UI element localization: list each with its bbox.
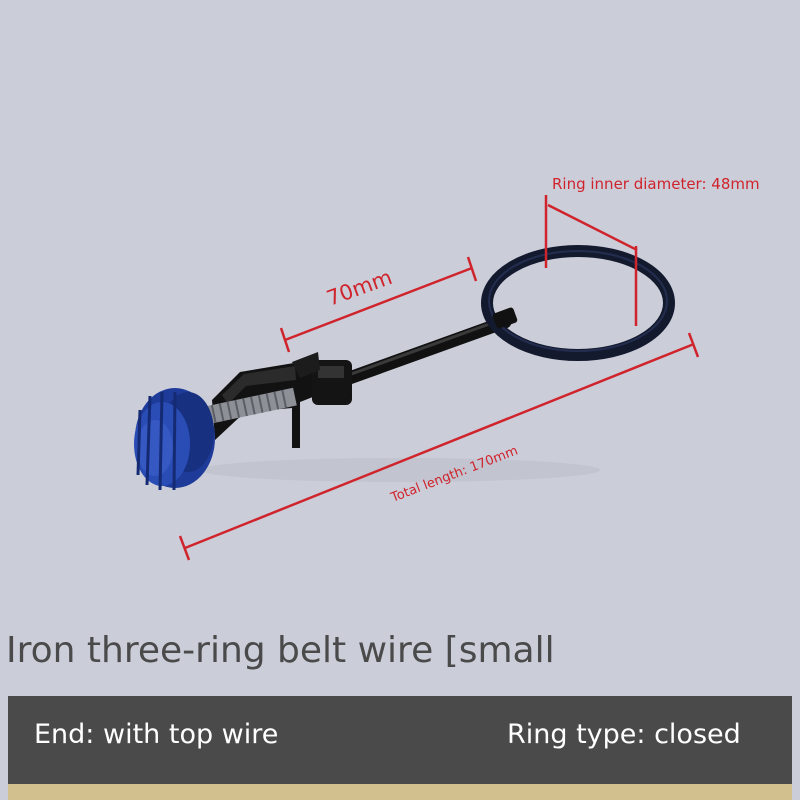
rod [323,315,512,392]
accent-strip [8,784,792,800]
ring-joint [492,307,518,329]
spec-ring-type: Ring type: closed [507,719,741,750]
ring-diameter-label: Ring inner diameter: 48mm [552,175,760,193]
clamp-length-label: 70mm [324,265,396,311]
dimension-lines [178,195,700,561]
product-shadow [200,458,600,482]
product-illustration: Ring inner diameter: 48mm 70mm Total len… [134,175,760,561]
blue-knob [134,388,215,491]
spec-bar: End: with top wire Ring type: closed [8,696,792,784]
product-title: Iron three-ring belt wire [small [6,630,555,671]
spec-end: End: with top wire [34,719,279,750]
